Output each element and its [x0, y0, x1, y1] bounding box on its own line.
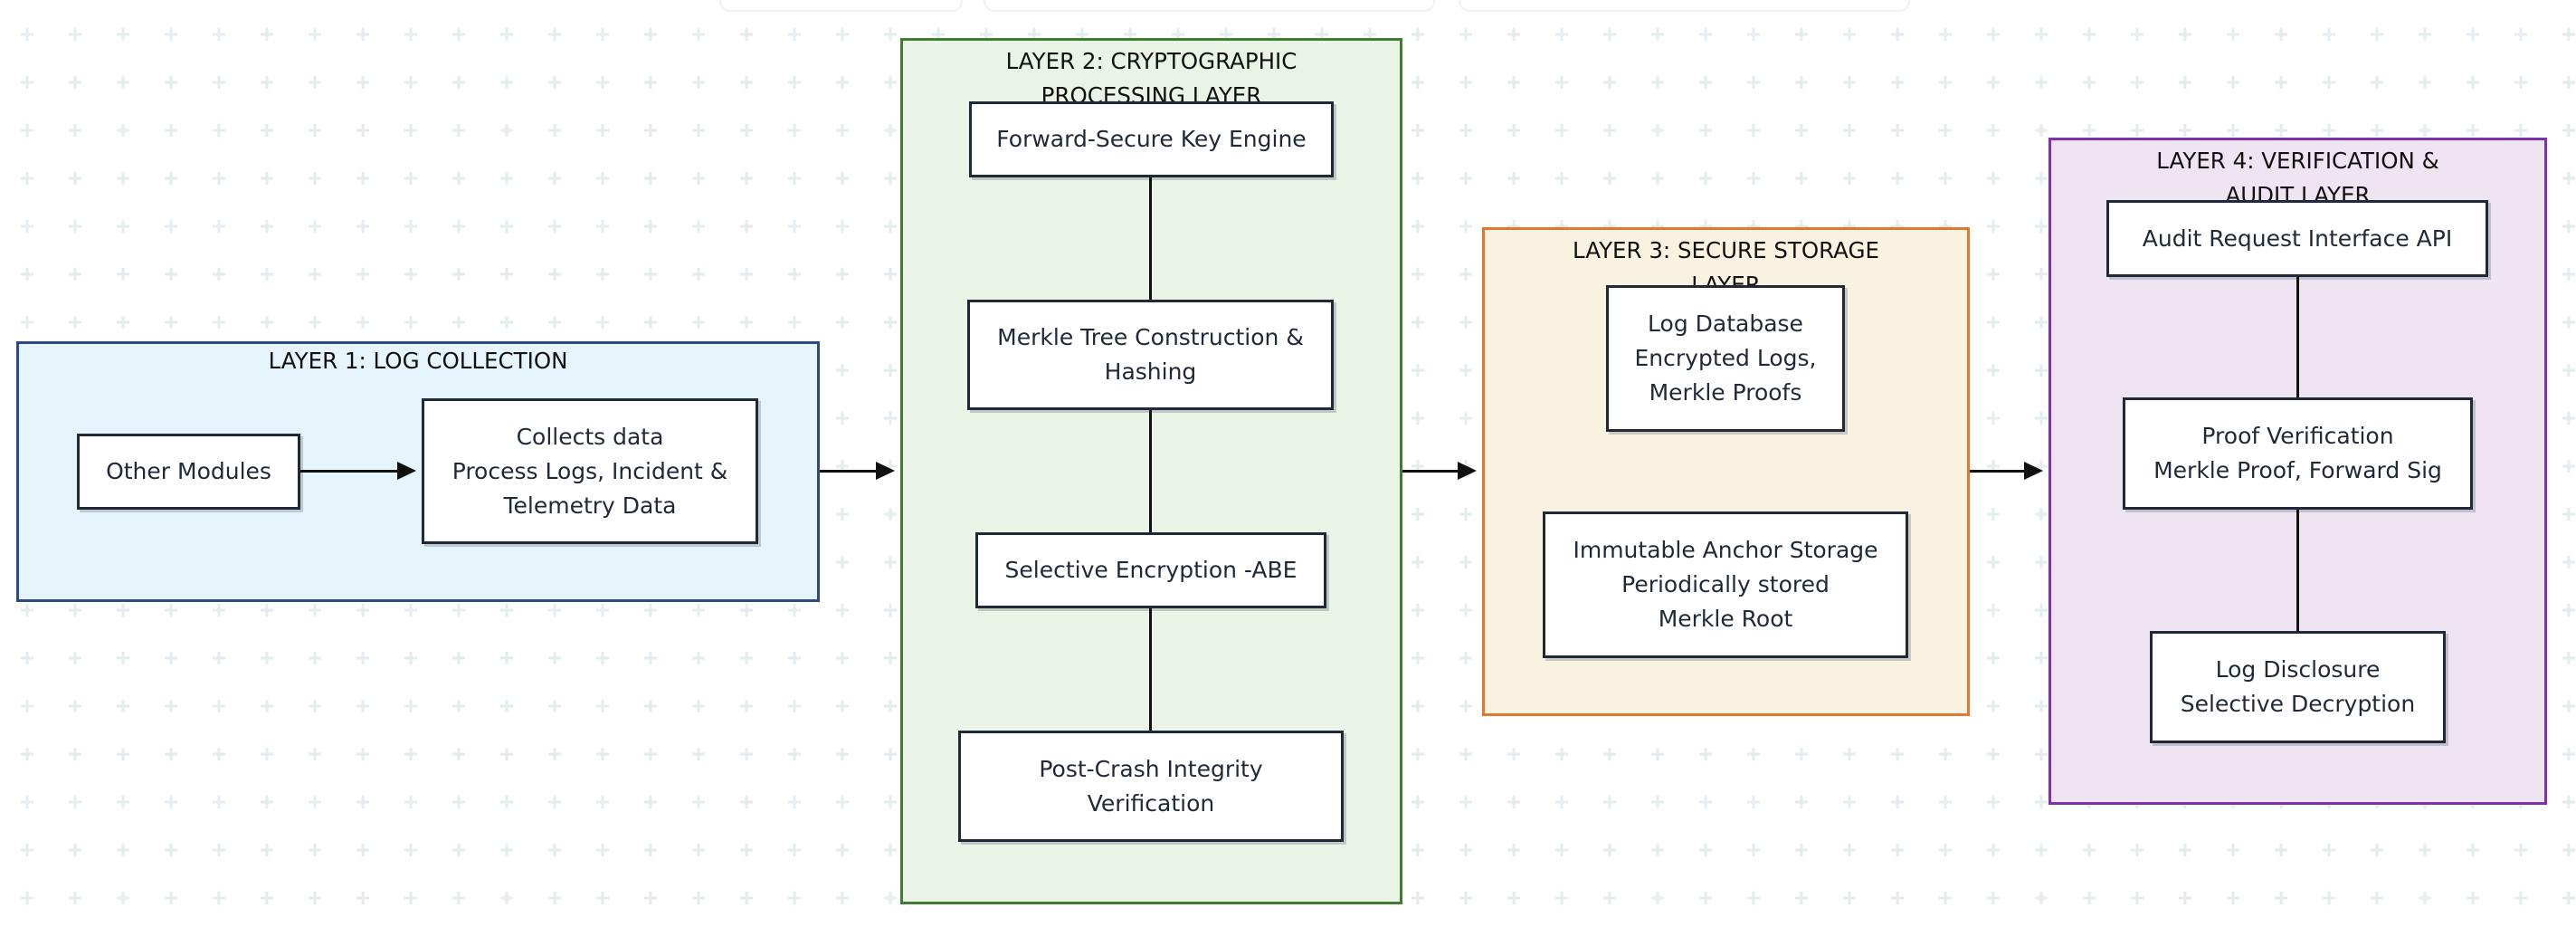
node-label: Post-Crash Integrity Verification [1039, 755, 1263, 817]
selective-encryption-node[interactable]: Selective Encryption -ABE [975, 532, 1326, 608]
merkle-tree-construction-node[interactable]: Merkle Tree Construction & Hashing [967, 300, 1334, 410]
connector-line [1149, 608, 1152, 731]
log-database-node[interactable]: Log Database Encrypted Logs, Merkle Proo… [1606, 285, 1845, 432]
audit-request-api-node[interactable]: Audit Request Interface API [2106, 200, 2488, 277]
connector-line [1149, 177, 1152, 300]
toolbar-fragment [719, 0, 963, 12]
node-label: Immutable Anchor Storage Periodically st… [1573, 537, 1878, 632]
log-disclosure-node[interactable]: Log Disclosure Selective Decryption [2150, 631, 2446, 743]
connector-line [1149, 410, 1152, 532]
flow-arrow [1970, 462, 2043, 480]
immutable-anchor-storage-node[interactable]: Immutable Anchor Storage Periodically st… [1543, 511, 1908, 658]
flow-arrow [820, 462, 895, 480]
post-crash-integrity-node[interactable]: Post-Crash Integrity Verification [958, 731, 1344, 842]
node-label: Merkle Tree Construction & Hashing [997, 324, 1304, 385]
collects-data-node[interactable]: Collects data Process Logs, Incident & T… [422, 398, 758, 544]
proof-verification-node[interactable]: Proof Verification Merkle Proof, Forward… [2123, 397, 2473, 510]
other-modules-node[interactable]: Other Modules [77, 434, 300, 510]
node-label: Log Database Encrypted Logs, Merkle Proo… [1634, 311, 1817, 406]
toolbar-fragment [1459, 0, 1910, 12]
node-label: Proof Verification Merkle Proof, Forward… [2153, 423, 2442, 483]
node-label: Log Disclosure Selective Decryption [2180, 656, 2416, 717]
node-label: Other Modules [106, 458, 271, 484]
connector-line [2296, 277, 2299, 397]
node-label: Collects data Process Logs, Incident & T… [452, 423, 728, 519]
node-label: Audit Request Interface API [2142, 225, 2453, 252]
forward-secure-key-engine-node[interactable]: Forward-Secure Key Engine [969, 101, 1334, 177]
toolbar-fragment [984, 0, 1435, 12]
node-label: Selective Encryption -ABE [1004, 557, 1298, 583]
connector-line [2296, 510, 2299, 631]
layer-title: LAYER 1: LOG COLLECTION [268, 348, 568, 374]
flow-arrow [1402, 462, 1477, 480]
flow-arrow [300, 462, 416, 480]
node-label: Forward-Secure Key Engine [996, 126, 1307, 152]
